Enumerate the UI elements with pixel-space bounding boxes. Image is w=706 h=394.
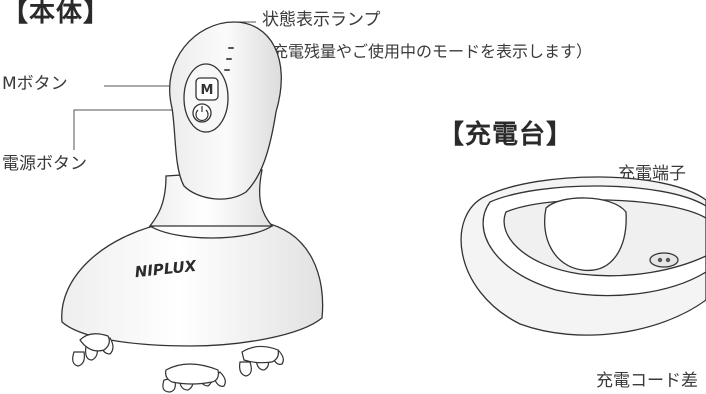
m-button-label: Mボタン	[2, 74, 68, 94]
charger-section-title: 【充電台】	[438, 120, 574, 150]
m-key	[195, 77, 219, 101]
status-lamp-label: 状態表示ランプ	[262, 10, 381, 30]
power-icon	[195, 109, 209, 121]
m-key-letter: M	[201, 83, 214, 98]
node-front-left	[72, 333, 114, 367]
massager-dome	[61, 221, 324, 347]
charging-cord-label: 充電コード差	[596, 371, 698, 391]
status-lamp-note: （充電残量やご使用中のモードを表示します）	[256, 42, 593, 61]
massager-body	[61, 21, 324, 347]
neck-ring	[149, 225, 273, 239]
power-button-label: 電源ボタン	[2, 154, 87, 174]
power-button-leader	[73, 109, 186, 150]
massage-nodes	[72, 333, 284, 393]
charging-stand	[460, 176, 706, 336]
node-front-right	[239, 345, 284, 377]
body-section-title: 【本体】	[2, 0, 111, 28]
charging-terminal	[649, 252, 679, 268]
stand-cradle	[544, 197, 627, 271]
node-front-center	[162, 363, 226, 393]
status-lamp-dots	[224, 47, 234, 71]
